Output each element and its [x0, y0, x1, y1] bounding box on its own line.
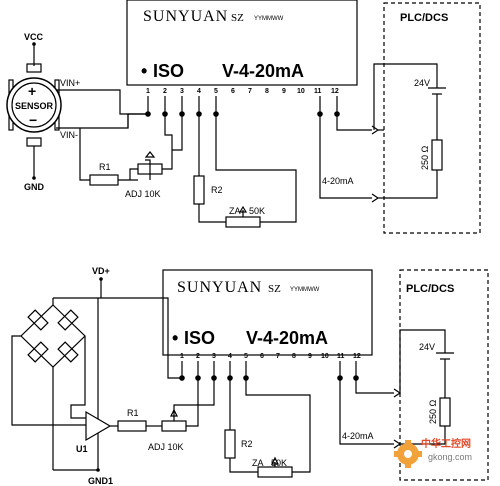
top-load-resistor: [431, 139, 443, 171]
bottom-r2-label: R2: [241, 439, 253, 449]
top-diagram: SUNYUAN SZ YYMMWW • ISO V-4-20mA 1 2 3 4…: [6, 0, 481, 234]
bottom-pin-3: 3: [212, 353, 216, 360]
top-module-model: V-4-20mA: [222, 61, 304, 81]
top-pin-6: 6: [231, 88, 235, 95]
top-pin-11: 11: [314, 88, 322, 95]
bottom-pin-10: 10: [321, 353, 329, 360]
top-adj-label: ADJ 10K: [125, 189, 161, 199]
top-supply-label: 24V: [414, 78, 430, 88]
bottom-module-brand-sz: SZ: [268, 283, 281, 295]
bottom-pin-6: 6: [260, 353, 264, 360]
top-pin-3: 3: [180, 88, 184, 95]
bottom-load-resistor: [439, 397, 451, 427]
bottom-u1-label: U1: [76, 444, 88, 454]
bottom-bridge: [20, 304, 86, 368]
top-vin-plus-label: VIN+: [60, 78, 80, 88]
bottom-module-brand: SUNYUAN: [177, 279, 262, 296]
top-module-brand-sz: SZ: [231, 12, 244, 24]
bottom-pin-12: 12: [353, 353, 361, 360]
top-out-label: 4-20mA: [322, 176, 354, 186]
bottom-pin-7: 7: [276, 353, 280, 360]
top-za-label: ZA: [229, 206, 241, 216]
top-plc-label: PLC/DCS: [400, 12, 448, 24]
top-pin-numbers: 1 2 3 4 5 6 7 8 9 10 11 12: [146, 88, 339, 95]
top-module-bullet: •: [141, 61, 147, 81]
top-sensor-plus: +: [28, 83, 36, 99]
top-module-iso: ISO: [153, 61, 184, 81]
top-module-brand: SUNYUAN: [143, 8, 228, 25]
top-pin-12: 12: [331, 88, 339, 95]
bottom-pin-5: 5: [244, 353, 248, 360]
bottom-module-datecode: YYMMWW: [290, 287, 320, 293]
top-za-pot: [225, 216, 261, 228]
top-gnd-label: GND: [24, 182, 45, 192]
top-r1: [89, 174, 119, 186]
top-pin-5: 5: [214, 88, 218, 95]
top-module-box: [126, 0, 358, 86]
top-sensor: + SENSOR −: [6, 63, 62, 147]
bottom-pin-1: 1: [180, 353, 184, 360]
top-plc-box: [383, 2, 481, 234]
top-pin-7: 7: [248, 88, 252, 95]
bottom-pin-numbers: 1 2 3 4 5 6 7 8 9 10 11 12: [180, 353, 361, 360]
bottom-diagram: SUNYUAN SZ YYMMWW • ISO V-4-20mA 1 2 3 4…: [11, 266, 489, 486]
bottom-pin-4: 4: [228, 353, 232, 360]
bottom-module-model: V-4-20mA: [246, 328, 328, 348]
bottom-gnd-label: GND1: [88, 476, 113, 486]
bottom-adj-label: ADJ 10K: [148, 442, 184, 452]
top-pin-10: 10: [297, 88, 305, 95]
top-vcc-label: VCC: [24, 32, 44, 42]
bottom-r1: [117, 420, 147, 432]
top-module-datecode: YYMMWW: [254, 16, 284, 22]
top-r2: [193, 175, 205, 205]
bottom-pin-2: 2: [196, 353, 200, 360]
bottom-plc-label: PLC/DCS: [406, 283, 454, 295]
top-pin-1: 1: [146, 88, 150, 95]
top-pin-legs: [147, 96, 338, 114]
bottom-r1-label: R1: [127, 408, 139, 418]
bottom-vd-label: VD+: [92, 266, 110, 276]
top-pin-9: 9: [282, 88, 286, 95]
top-r2-label: R2: [211, 185, 223, 195]
bottom-load-label: 250 Ω: [428, 399, 438, 424]
top-sensor-minus: −: [29, 112, 37, 128]
bottom-za-pot: [257, 466, 293, 478]
bottom-adj-pot: [161, 420, 187, 432]
bottom-module-box: [162, 269, 373, 356]
watermark-site: gkong.com: [428, 452, 472, 462]
bottom-r2: [224, 429, 236, 459]
top-pin-dots: [145, 111, 340, 117]
top-pin-2: 2: [163, 88, 167, 95]
watermark-site-cn: 中华工控网: [421, 437, 471, 450]
bottom-za-label: ZA: [252, 458, 264, 468]
bottom-pin-11: 11: [337, 353, 345, 360]
bottom-pin-dots: [179, 375, 359, 381]
top-r1-label: R1: [99, 162, 111, 172]
top-load-label: 250 Ω: [420, 145, 430, 170]
top-pin-4: 4: [197, 88, 201, 95]
bottom-pin-8: 8: [292, 353, 296, 360]
bottom-pin-legs: [181, 361, 357, 378]
top-sensor-label: SENSOR: [15, 101, 54, 111]
top-pin-8: 8: [265, 88, 269, 95]
top-za-value: 50K: [249, 206, 265, 216]
bottom-za-value: 50K: [271, 458, 287, 468]
bottom-out-label: 4-20mA: [342, 431, 374, 441]
bottom-supply-label: 24V: [419, 342, 435, 352]
top-vin-minus-label: VIN-: [60, 130, 78, 140]
bottom-pin-9: 9: [308, 353, 312, 360]
bottom-module-iso: ISO: [184, 328, 215, 348]
watermark: 中华工控网 gkong.com: [394, 437, 472, 468]
gear-logo-icon: [394, 440, 422, 468]
bottom-module-bullet: •: [172, 328, 178, 348]
